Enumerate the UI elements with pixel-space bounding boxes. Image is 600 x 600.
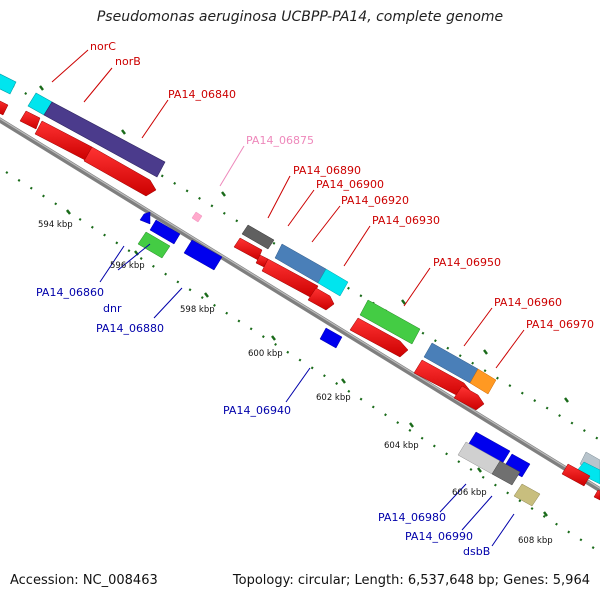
- gene-red-small-1[interactable]: [0, 99, 9, 116]
- tick-mark: [66, 209, 71, 215]
- tick-label-598: 598 kbp: [180, 305, 215, 315]
- gene-PA14_06940-feature[interactable]: [319, 327, 343, 349]
- leader-PA14_06840: [141, 99, 169, 139]
- gene-labels-top: norC norB PA14_06840 PA14_06875 PA14_068…: [90, 40, 594, 331]
- leader-norC: [51, 49, 89, 83]
- tick-mark: [271, 335, 276, 341]
- leader-PA14_06930: [343, 225, 371, 267]
- label-PA14_06930[interactable]: PA14_06930: [372, 214, 440, 227]
- leader-PA14_06880: [153, 287, 183, 319]
- gene-labels-bottom: PA14_06860 dnr PA14_06880 PA14_06940 PA1…: [36, 286, 490, 558]
- gene-red-small-2[interactable]: [19, 110, 41, 130]
- genome-backbone-highlight: [0, 117, 600, 490]
- gene-red-6[interactable]: [453, 385, 485, 411]
- tick-mark: [564, 397, 569, 403]
- gene-PA14_06950-feature[interactable]: [359, 299, 421, 345]
- tick-label-608: 608 kbp: [518, 536, 553, 546]
- label-norC[interactable]: norC: [90, 40, 116, 53]
- tick-label-596: 596 kbp: [110, 261, 145, 271]
- label-norB[interactable]: norB: [115, 55, 141, 68]
- tick-mark: [477, 467, 482, 473]
- gene-red-right-2[interactable]: [593, 489, 600, 501]
- tick-mark: [121, 129, 126, 135]
- label-PA14_06940[interactable]: PA14_06940: [223, 404, 291, 417]
- gene-red-right[interactable]: [561, 463, 591, 487]
- gene-dsbB-feature[interactable]: [513, 483, 541, 507]
- label-PA14_06980[interactable]: PA14_06980: [378, 511, 446, 524]
- gene-blue-small[interactable]: [503, 453, 531, 478]
- label-PA14_06970[interactable]: PA14_06970: [526, 318, 594, 331]
- tick-mark: [39, 85, 44, 91]
- leader-PA14_06890: [267, 175, 291, 219]
- gene-norB-feature[interactable]: [43, 101, 166, 178]
- leader-dsbB: [491, 513, 515, 547]
- label-dsbB[interactable]: dsbB: [463, 545, 490, 558]
- leader-PA14_06900: [287, 189, 315, 227]
- accession-text: Accession: NC_008463: [10, 573, 158, 588]
- label-PA14_06920[interactable]: PA14_06920: [341, 194, 409, 207]
- genome-backbone: [0, 117, 600, 493]
- gene-PA14_06920-feature[interactable]: [317, 268, 349, 297]
- tick-labels: 594 kbp 596 kbp 598 kbp 600 kbp 602 kbp …: [38, 220, 553, 546]
- label-PA14_06840[interactable]: PA14_06840: [168, 88, 236, 101]
- tick-mark: [204, 292, 209, 298]
- leader-PA14_06860: [99, 245, 125, 283]
- leader-lines-top: [51, 49, 525, 369]
- leader-PA14_06875: [219, 145, 245, 187]
- gene-PA14_06875-feature[interactable]: [191, 211, 203, 223]
- leader-PA14_06920: [311, 205, 341, 243]
- gene-PA14_06860-feature[interactable]: [139, 211, 151, 225]
- forward-genes: [0, 72, 600, 501]
- label-PA14_06890[interactable]: PA14_06890: [293, 164, 361, 177]
- gene-red-long-1[interactable]: [83, 146, 157, 197]
- leader-PA14_06960: [463, 307, 493, 347]
- label-PA14_06860[interactable]: PA14_06860: [36, 286, 104, 299]
- leader-dnr: [117, 243, 151, 271]
- leader-PA14_06950: [403, 267, 431, 307]
- gene-PA14_06890-feature[interactable]: [241, 224, 275, 250]
- tick-label-602: 602 kbp: [316, 393, 351, 403]
- gene-PA14_06970-feature[interactable]: [469, 368, 497, 395]
- label-PA14_06950[interactable]: PA14_06950: [433, 256, 501, 269]
- gene-PA14_06880-feature[interactable]: [183, 239, 223, 271]
- label-PA14_06960[interactable]: PA14_06960: [494, 296, 562, 309]
- tick-label-606: 606 kbp: [452, 488, 487, 498]
- tick-label-600: 600 kbp: [248, 349, 283, 359]
- tick-label-594: 594 kbp: [38, 220, 73, 230]
- gene-red-4[interactable]: [349, 317, 409, 358]
- label-dnr[interactable]: dnr: [103, 302, 122, 315]
- gene-dnr-feature[interactable]: [149, 219, 181, 245]
- leader-lines-bottom: [99, 243, 515, 547]
- gene-gray-dark[interactable]: [491, 460, 521, 486]
- tick-mark: [341, 378, 346, 384]
- label-PA14_06880[interactable]: PA14_06880: [96, 322, 164, 335]
- label-PA14_06990[interactable]: PA14_06990: [405, 530, 473, 543]
- topology-text: Topology: circular; Length: 6,537,648 bp…: [232, 573, 590, 588]
- tick-mark: [483, 349, 488, 355]
- inner-tick-line: [5, 171, 600, 553]
- major-ticks: [39, 85, 569, 517]
- gene-cyan-right[interactable]: [575, 461, 600, 485]
- tick-label-604: 604 kbp: [384, 441, 419, 451]
- map-title: Pseudomonas aeruginosa UCBPP-PA14, compl…: [96, 9, 504, 25]
- gene-green-small[interactable]: [137, 231, 171, 259]
- reverse-genes: [137, 211, 541, 507]
- leader-norB: [83, 67, 113, 103]
- tick-mark: [543, 511, 548, 517]
- label-PA14_06875[interactable]: PA14_06875: [246, 134, 314, 147]
- label-PA14_06900[interactable]: PA14_06900: [316, 178, 384, 191]
- gene-norC-feature[interactable]: [0, 72, 17, 95]
- leader-PA14_06940: [285, 367, 311, 403]
- tick-mark: [401, 299, 406, 305]
- tick-mark: [409, 422, 414, 428]
- leader-PA14_06990: [461, 495, 493, 531]
- gene-red-3[interactable]: [307, 287, 335, 311]
- tick-mark: [221, 191, 226, 197]
- leader-PA14_06980: [439, 483, 467, 513]
- leader-PA14_06970: [495, 329, 525, 369]
